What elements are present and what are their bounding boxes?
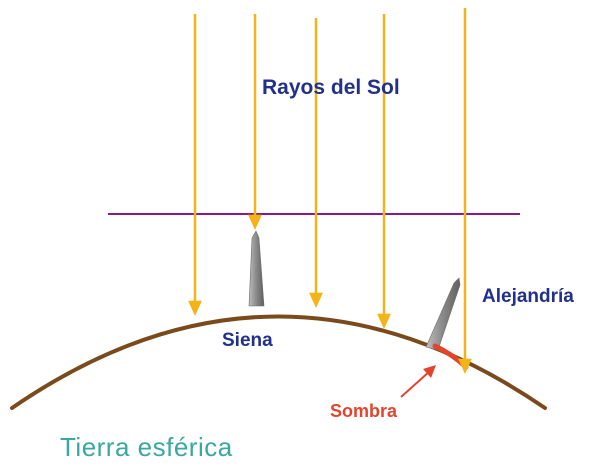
earth-title: Tierra esférica xyxy=(60,432,233,462)
earth-surface-arc xyxy=(10,314,547,410)
shadow-pointer-arrow xyxy=(400,365,436,398)
sun-ray-2-arrowhead xyxy=(248,214,262,231)
sun-rays xyxy=(188,8,472,375)
sun-ray-5-arrowhead xyxy=(458,358,472,375)
siena-label: Siena xyxy=(222,330,273,351)
alexandria-obelisk xyxy=(425,277,461,351)
sun-ray-3-arrowhead xyxy=(309,292,323,309)
shadow-label: Sombra xyxy=(330,401,398,421)
sun-ray-1-arrowhead xyxy=(188,300,202,317)
sun-rays-label: Rayos del Sol xyxy=(262,76,400,99)
alexandria-label: Alejandría xyxy=(482,286,574,307)
sun-ray-4-arrowhead xyxy=(377,313,391,330)
siena-obelisk xyxy=(248,230,265,307)
